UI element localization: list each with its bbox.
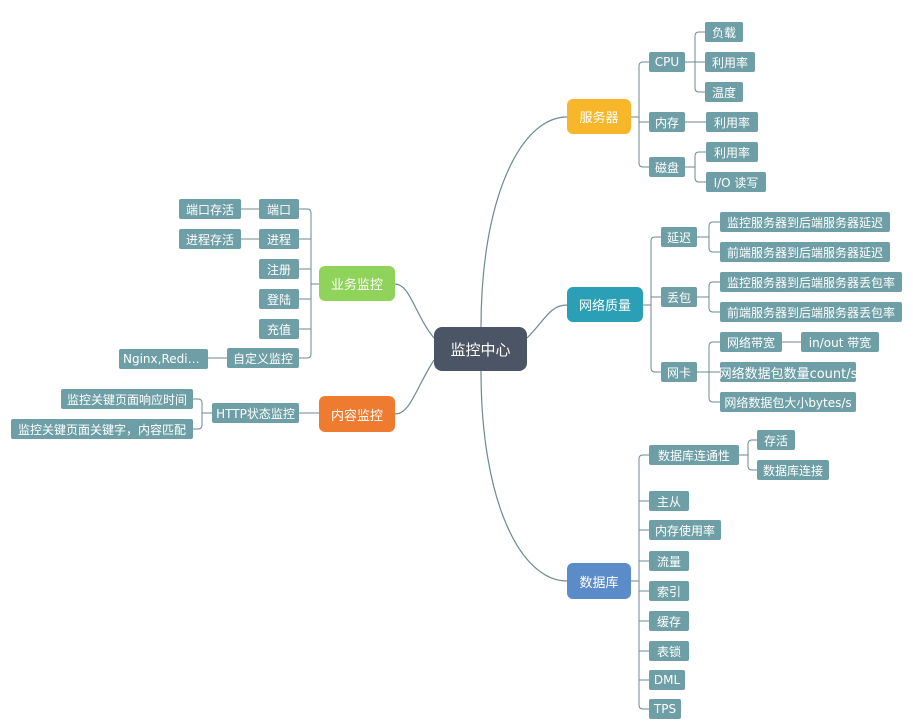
db-connectivity-node[interactable]: 数据库连通性	[649, 445, 739, 465]
connector-line	[694, 167, 706, 183]
connector-line	[747, 439, 757, 455]
process-node[interactable]: 进程	[259, 229, 299, 249]
connector-line	[638, 454, 649, 581]
connector-line	[526, 304, 568, 339]
business-monitoring-node[interactable]: 业务监控	[319, 266, 395, 301]
connector-line	[708, 221, 720, 237]
connector-line	[694, 62, 705, 93]
connector-line	[638, 581, 649, 710]
disk-io-node[interactable]: I/O 读写	[706, 172, 766, 192]
connector-line	[708, 281, 720, 297]
connector-line	[394, 283, 435, 339]
database-node[interactable]: 数据库	[567, 563, 631, 599]
connector-line	[708, 372, 720, 403]
connector-line	[193, 398, 203, 413]
db-alive-node[interactable]: 存活	[757, 430, 795, 450]
packet-size-node[interactable]: 网络数据包大小bytes/s	[720, 392, 856, 412]
custom-monitoring-node[interactable]: 自定义监控	[227, 348, 299, 368]
nic-node[interactable]: 网卡	[661, 362, 697, 382]
connector-line	[638, 117, 649, 168]
connector-line	[394, 359, 435, 415]
db-connections-node[interactable]: 数据库连接	[757, 460, 829, 480]
packet-loss-node[interactable]: 丢包	[661, 287, 697, 307]
connector-line	[694, 31, 705, 62]
server-node[interactable]: 服务器	[567, 99, 631, 134]
connector-line	[650, 236, 661, 305]
dml-node[interactable]: DML	[649, 670, 685, 690]
latency-node[interactable]: 延迟	[661, 227, 697, 247]
table-lock-node[interactable]: 表锁	[649, 641, 689, 661]
connector-line	[480, 370, 568, 582]
master-slave-node[interactable]: 主从	[649, 491, 689, 511]
latency-frontend-backend-node[interactable]: 前端服务器到后端服务器延迟	[720, 242, 890, 262]
root-node[interactable]: 监控中心	[434, 327, 527, 371]
cache-node[interactable]: 缓存	[649, 611, 689, 631]
http-status-node[interactable]: HTTP状态监控	[212, 403, 299, 423]
connector-line	[650, 305, 661, 373]
keyword-match-node[interactable]: 监控关键页面关键字，内容匹配	[11, 419, 193, 439]
cpu-temperature-node[interactable]: 温度	[705, 82, 743, 102]
disk-node[interactable]: 磁盘	[649, 157, 685, 177]
cpu-load-node[interactable]: 负载	[705, 22, 743, 42]
connector-line	[299, 284, 312, 359]
connector-line	[708, 341, 720, 372]
port-alive-node[interactable]: 端口存活	[179, 199, 241, 219]
traffic-node[interactable]: 流量	[649, 551, 689, 571]
connector-line	[747, 455, 757, 471]
content-monitoring-node[interactable]: 内容监控	[319, 396, 395, 432]
cpu-usage-node[interactable]: 利用率	[705, 52, 755, 72]
connector-line	[708, 237, 720, 253]
memory-node[interactable]: 内存	[649, 112, 685, 132]
connector-line	[694, 151, 706, 167]
process-alive-node[interactable]: 进程存活	[179, 229, 241, 249]
packet-count-node[interactable]: 网络数据包数量count/s	[720, 362, 856, 382]
latency-monitor-backend-node[interactable]: 监控服务器到后端服务器延迟	[720, 212, 890, 232]
tps-node[interactable]: TPS	[649, 699, 681, 719]
connector-line	[708, 297, 720, 313]
custom-detail-node[interactable]: Nginx,Redis...	[119, 349, 208, 369]
connector-line	[193, 413, 203, 430]
connector-line	[299, 208, 312, 284]
register-node[interactable]: 注册	[259, 259, 299, 279]
network-quality-node[interactable]: 网络质量	[567, 287, 643, 322]
login-node[interactable]: 登陆	[259, 289, 299, 309]
inout-bandwidth-node[interactable]: in/out 带宽	[801, 332, 879, 352]
disk-usage-node[interactable]: 利用率	[706, 142, 758, 162]
loss-frontend-backend-node[interactable]: 前端服务器到后端服务器丢包率	[720, 302, 902, 322]
connector-line	[480, 116, 568, 328]
memory-usage-node[interactable]: 利用率	[706, 112, 758, 132]
bandwidth-node[interactable]: 网络带宽	[720, 332, 782, 352]
cpu-node[interactable]: CPU	[649, 52, 685, 72]
response-time-node[interactable]: 监控关键页面响应时间	[61, 389, 193, 409]
loss-monitor-backend-node[interactable]: 监控服务器到后端服务器丢包率	[720, 272, 902, 292]
db-memory-usage-node[interactable]: 内存使用率	[649, 520, 721, 540]
port-node[interactable]: 端口	[259, 199, 299, 219]
index-node[interactable]: 索引	[649, 581, 689, 601]
recharge-node[interactable]: 充值	[259, 319, 299, 339]
connector-line	[638, 61, 649, 117]
